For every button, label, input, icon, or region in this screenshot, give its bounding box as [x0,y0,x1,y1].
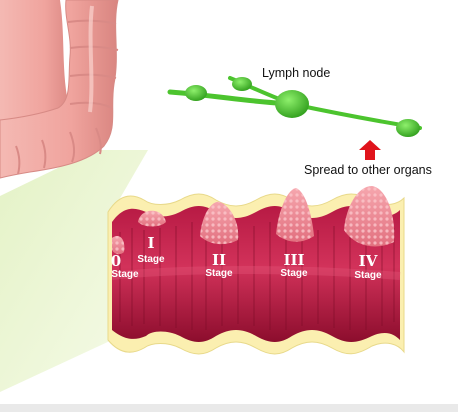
spread-label: Spread to other organs [304,163,432,177]
wall-tissue [112,206,400,342]
stage-4-numeral: IV [359,252,378,270]
stage-0-numeral: 0 [111,252,121,270]
lymph-node-small-2 [232,77,252,91]
stage-1-word: Stage [137,254,165,265]
stage-label-2: II Stage [205,251,233,279]
lymph-node-large [275,90,309,118]
stage-label-1: I Stage [137,234,165,265]
stage-2-word: Stage [205,268,233,279]
tumor-stage-1 [138,210,166,227]
stage-3-numeral: III [283,251,304,269]
bottom-strip [0,404,458,412]
lymph-node-small-1 [185,85,207,101]
lymph-node-chain [167,76,422,137]
stage-label-3: III Stage [280,251,308,279]
tumor-stage-3 [276,188,314,242]
colon-tube [0,0,119,179]
lymph-node-right [396,119,420,137]
tumor-stage-4 [344,186,395,247]
colon-wall-cross-section [107,193,405,355]
stage-4-word: Stage [354,270,382,281]
tumor-stage-0 [112,235,125,255]
stage-3-word: Stage [280,268,308,279]
stage-label-0: 0 Stage [111,252,139,280]
stage-0-word: Stage [111,269,139,280]
lymph-node-label: Lymph node [262,66,330,80]
stage-2-numeral: II [212,251,226,269]
tumor-stage-2 [200,201,239,245]
spread-arrow-icon [359,140,381,160]
stage-label-4: IV Stage [354,252,382,281]
stage-1-numeral: I [147,234,154,252]
